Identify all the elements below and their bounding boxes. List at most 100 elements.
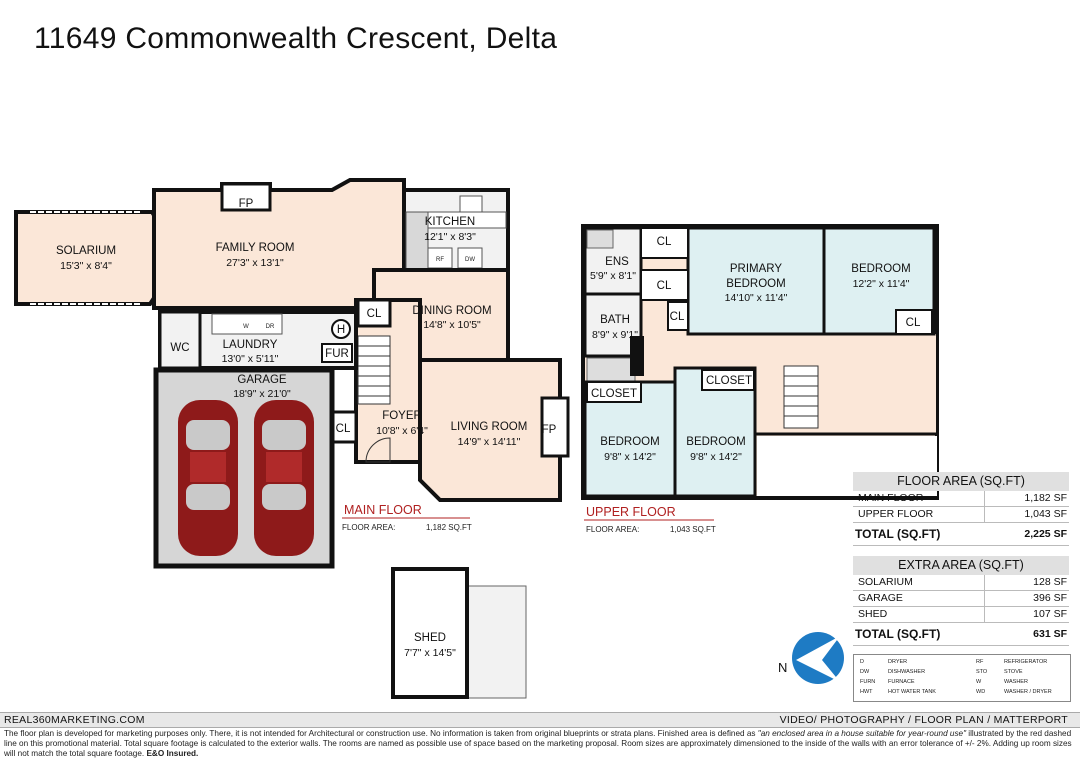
upper-floor-area-label: FLOOR AREA:: [586, 525, 639, 534]
abbreviation-legend: D DRYER DW DISHWASHER FURN FURNACE HWT H…: [853, 654, 1071, 702]
dr-label: DR: [266, 324, 275, 330]
legend-meaning: STOVE: [1004, 669, 1023, 675]
total-label: TOTAL (SQ.FT): [855, 527, 941, 541]
car-left-icon: [178, 400, 238, 556]
rf-label: RF: [436, 257, 444, 263]
legend-meaning: WASHER / DRYER: [1004, 689, 1052, 695]
closet-up-2: [640, 269, 689, 301]
legend-meaning: DRYER: [888, 659, 908, 665]
row-value: 128 SF: [984, 575, 1069, 590]
fur-label: FUR: [325, 348, 349, 360]
shed: [391, 567, 469, 699]
floor-area-table: FLOOR AREA (SQ.FT) MAIN FLOOR 1,182 SF U…: [853, 472, 1069, 546]
shed-dim: 7'7" x 14'5": [404, 647, 456, 659]
upper-floor-area-value: 1,043 SQ.FT: [670, 525, 716, 534]
foyer-dim: 10'8" x 6'4": [376, 425, 428, 437]
solarium-label: SOLARIUM: [56, 245, 116, 257]
family-room-dim: 27'3" x 13'1": [226, 257, 284, 269]
bedroom-s-dim: 9'8" x 14'2": [690, 451, 742, 463]
footer-services: VIDEO/ PHOTOGRAPHY / FLOOR PLAN / MATTER…: [779, 714, 1068, 726]
table-row: GARAGE 396 SF: [853, 591, 1069, 607]
upper-floor-label: UPPER FLOOR: [586, 505, 676, 519]
bedroom-sw-dim: 9'8" x 14'2": [604, 451, 656, 463]
solarium-room: [14, 210, 160, 306]
dining-room-dim: 14'8" x 10'5": [423, 319, 481, 331]
disclaimer-quote: "an enclosed area in a house suitable fo…: [757, 729, 967, 738]
shed-room: [465, 585, 527, 699]
primary-bedroom-dim: 14'10" x 11'4": [725, 292, 788, 304]
shed-label: SHED: [414, 632, 446, 644]
fireplace-living: [540, 396, 570, 458]
row-label: SOLARIUM: [858, 576, 913, 588]
cl-up-2-label: CL: [657, 280, 672, 292]
total-value: 2,225 SF: [1024, 528, 1067, 540]
disclaimer-part-2: illustrated by the red dashed line on th…: [4, 729, 1072, 758]
disclaimer: The floor plan is developed for marketin…: [4, 729, 1074, 759]
extra-area-header: EXTRA AREA (SQ.FT): [853, 556, 1069, 575]
bath-label: BATH: [600, 314, 630, 326]
legend-meaning: HOT WATER TANK: [888, 689, 936, 695]
total-row: TOTAL (SQ.FT) 2,225 SF: [853, 523, 1069, 546]
ensuite-label: ENS: [605, 256, 629, 268]
legend-abbr: HWT: [860, 689, 873, 695]
total-value: 631 SF: [1033, 628, 1067, 640]
closet-sw: [586, 381, 642, 403]
laundry-dim: 13'0" x 5'11": [222, 353, 279, 365]
fp-living-label: FP: [542, 424, 557, 436]
primary-bedroom-label-2: BEDROOM: [726, 278, 785, 290]
living-room-label: LIVING ROOM: [451, 421, 528, 433]
cl-dining-label: CL: [367, 308, 382, 320]
closet-s: [701, 369, 755, 391]
floor-area-header: FLOOR AREA (SQ.FT): [853, 472, 1069, 491]
wc-label: WC: [170, 342, 189, 354]
bath-dim: 8'9" x 9'1": [592, 329, 638, 341]
ensuite-dim: 5'9" x 8'1": [590, 270, 636, 282]
kitchen-label: KITCHEN: [425, 216, 475, 228]
closet-s-label: CLOSET: [706, 375, 752, 387]
closet-up-1: [640, 227, 689, 259]
north-compass-icon: [792, 632, 844, 684]
legend-abbr: D: [860, 659, 864, 665]
legend-abbr: FURN: [860, 679, 876, 685]
solarium-dim: 15'3" x 8'4": [60, 260, 112, 272]
floor-plan: SOLARIUM 15'3" x 8'4" FAMILY ROOM 27'3" …: [14, 178, 939, 699]
legend-abbr: WD: [976, 689, 986, 695]
main-floor-area-value: 1,182 SQ.FT: [426, 523, 472, 532]
bedroom-s-label: BEDROOM: [686, 436, 745, 448]
north-label: N: [778, 660, 788, 675]
foyer-label: FOYER: [382, 410, 422, 422]
closet-up-3: [667, 301, 689, 331]
footer-website-link[interactable]: REAL360MARKETING.COM: [4, 714, 145, 726]
legend-abbr: RF: [976, 659, 984, 665]
legend-abbr: STO: [976, 669, 988, 675]
legend-abbr: DW: [860, 669, 870, 675]
table-row: SOLARIUM 128 SF: [853, 575, 1069, 591]
family-room-label: FAMILY ROOM: [216, 242, 295, 254]
fp-family-label: FP: [239, 198, 254, 210]
dw-label: DW: [465, 257, 475, 263]
legend-meaning: WASHER: [1004, 679, 1028, 685]
garage-dim: 18'9" x 21'0": [233, 388, 291, 400]
h-label: H: [337, 324, 345, 336]
table-row: MAIN FLOOR 1,182 SF: [853, 491, 1069, 507]
footer-bar: REAL360MARKETING.COM VIDEO/ PHOTOGRAPHY …: [0, 712, 1080, 728]
closet-dining: [356, 298, 392, 328]
row-label: MAIN FLOOR: [858, 492, 924, 504]
bedroom-ne-label: BEDROOM: [851, 263, 910, 275]
page-title: 11649 Commonwealth Crescent, Delta: [34, 22, 558, 55]
dining-room-label: DINING ROOM: [412, 305, 491, 317]
bedroom-sw-label: BEDROOM: [600, 436, 659, 448]
closet-bed-ne: [895, 309, 933, 335]
row-value: 107 SF: [984, 607, 1069, 622]
row-value: 396 SF: [984, 591, 1069, 606]
main-floor-label: MAIN FLOOR: [344, 503, 422, 517]
row-label: GARAGE: [858, 592, 903, 604]
disclaimer-eo: E&O Insured.: [146, 749, 199, 758]
row-label: SHED: [858, 608, 888, 620]
row-value: 1,182 SF: [984, 491, 1069, 506]
bedroom-ne-dim: 12'2" x 11'4": [853, 278, 910, 290]
primary-bedroom: [686, 226, 826, 336]
table-row: SHED 107 SF: [853, 607, 1069, 623]
hot-water-tank: [331, 319, 351, 339]
furnace: [321, 343, 353, 363]
